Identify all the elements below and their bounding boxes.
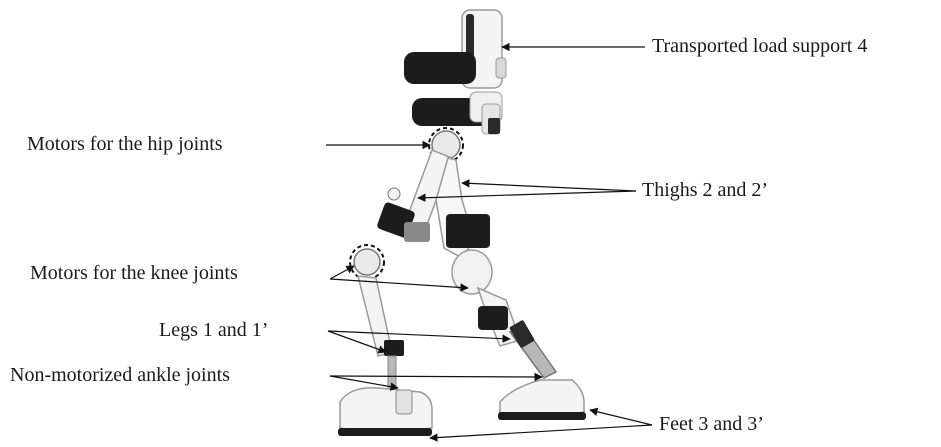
label-ankle-joints: Non-motorized ankle joints [10,363,230,387]
label-legs: Legs 1 and 1’ [159,318,268,342]
foot-front [498,380,586,420]
hip-belt [412,92,502,134]
label-feet: Feet 3 and 3’ [659,412,764,436]
arrow-foot-front [590,410,652,425]
load-support [404,10,506,88]
label-knee-motors: Motors for the knee joints [30,261,238,285]
label-thighs: Thighs 2 and 2’ [642,178,768,202]
arrow-knee-motor [330,266,354,279]
knee-motor [350,245,384,279]
arrow-leg-front [328,331,510,339]
arrow-foot-rear [430,425,652,438]
arrow-thigh-front [462,183,636,191]
label-transported-load-support: Transported load support 4 [652,34,867,58]
label-hip-motors: Motors for the hip joints [27,132,223,156]
leg-front [509,320,556,378]
arrow-knee-front [330,279,468,288]
foot-rear [338,388,432,436]
arrow-ankle-front [330,376,542,377]
